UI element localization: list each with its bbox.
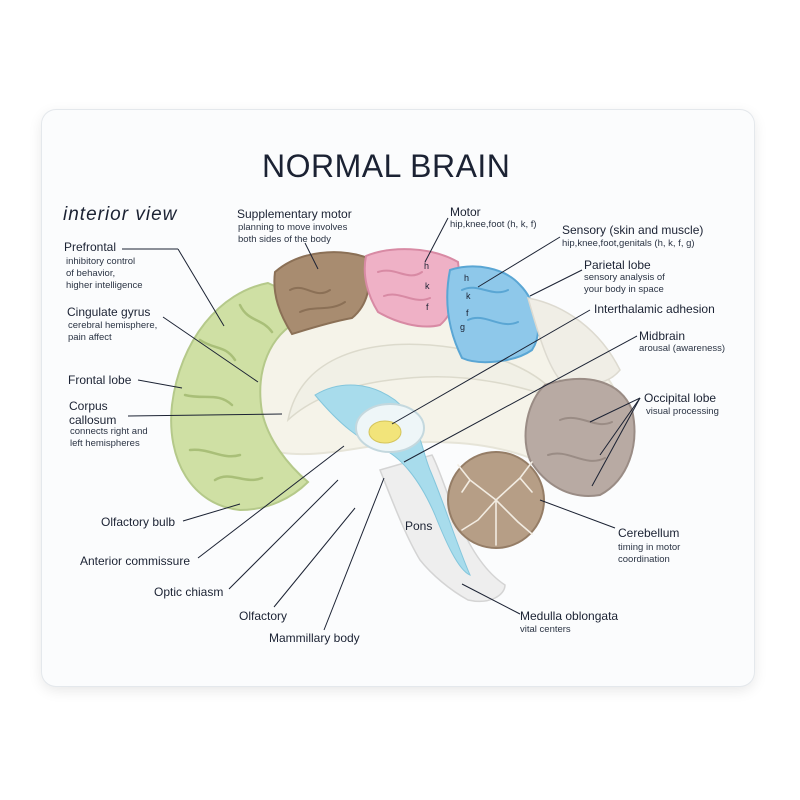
sensory-letter-k: k xyxy=(466,291,471,301)
motor-desc: hip,knee,foot (h, k, f) xyxy=(450,219,537,230)
supplementary-motor-label: Supplementary motor xyxy=(237,207,352,221)
motor-letter-k: k xyxy=(425,281,430,291)
parietal-lobe-desc: sensory analysis of your body in space xyxy=(584,272,665,296)
sensory-letter-g: g xyxy=(460,322,466,332)
midbrain-desc: arousal (awareness) xyxy=(639,343,726,354)
midbrain-label: Midbrain xyxy=(639,329,686,343)
optic-chiasm-label: Optic chiasm xyxy=(154,585,224,599)
parietal-lobe-label: Parietal lobe xyxy=(584,258,651,272)
cingulate-gyrus-label: Cingulate gyrus xyxy=(67,305,151,319)
motor-letter-h: h xyxy=(424,261,430,271)
subtitle: interior view xyxy=(63,204,178,225)
cingulate-gyrus-desc: cerebral hemisphere, pain affect xyxy=(68,320,158,344)
prefrontal-desc: inhibitory control of behavior, higher i… xyxy=(66,256,143,292)
anterior-commissure-label: Anterior commissure xyxy=(80,554,191,568)
supplementary-folds xyxy=(289,287,346,313)
mammillary-body-label: Mammillary body xyxy=(269,631,360,645)
olfactory-bulb-label: Olfactory bulb xyxy=(101,515,176,529)
corpus-callosum-desc: connects right and left hemispheres xyxy=(70,426,148,450)
medulla-oblongata-desc: vital centers xyxy=(520,624,571,635)
sensory-desc: hip,knee,foot,genitals (h, k, f, g) xyxy=(562,238,695,249)
pons-label: Pons xyxy=(405,519,433,533)
motor-label: Motor xyxy=(450,205,481,219)
cerebellum-arbor xyxy=(457,461,533,546)
sensory-region xyxy=(446,265,539,364)
medulla-oblongata-label: Medulla oblongata xyxy=(520,609,619,623)
sensory-label: Sensory (skin and muscle) xyxy=(562,223,704,237)
frontal-folds xyxy=(183,303,274,482)
occipital-folds xyxy=(547,417,613,462)
leader-lines xyxy=(122,217,641,631)
sensory-letter-f: f xyxy=(466,308,469,318)
motor-region xyxy=(363,248,460,328)
cerebellum-label: Cerebellum xyxy=(618,526,680,540)
cerebellum-desc: timing in motor coordination xyxy=(618,542,681,566)
occipital-region xyxy=(524,378,636,497)
occipital-lobe-desc: visual processing xyxy=(646,406,719,417)
sensory-letter-h: h xyxy=(464,273,470,283)
motor-letter-f: f xyxy=(426,302,429,312)
frontal-lobe-region xyxy=(170,281,310,512)
corpus-callosum-label: Corpus callosum xyxy=(69,399,117,427)
interthalamic-adhesion-spot xyxy=(368,420,402,444)
olfactory-label: Olfactory xyxy=(239,609,288,623)
occipital-lobe-label: Occipital lobe xyxy=(644,391,717,405)
page-title: NORMAL BRAIN xyxy=(262,148,511,184)
frontal-lobe-label: Frontal lobe xyxy=(68,373,132,387)
sensory-folds xyxy=(461,286,519,325)
supplementary-motor-desc: planning to move involves both sides of … xyxy=(238,222,348,246)
prefrontal-label: Prefrontal xyxy=(64,240,117,254)
interthalamic-adhesion-label: Interthalamic adhesion xyxy=(594,302,715,316)
motor-folds xyxy=(377,269,431,301)
